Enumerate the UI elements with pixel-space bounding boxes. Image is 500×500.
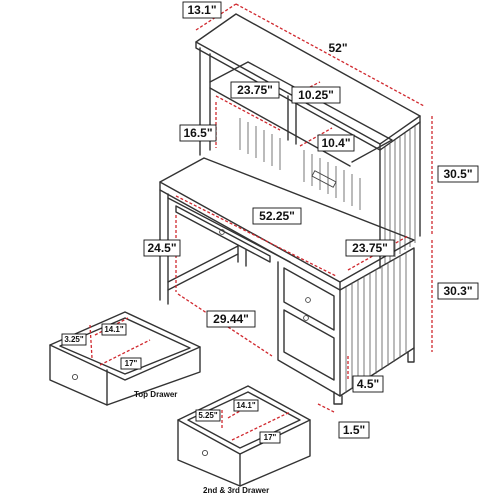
top-drawer-drawing <box>49 311 201 406</box>
label-lower-drawer-height: 5.25" <box>195 409 221 422</box>
label-hutch-depth: 13.1" <box>182 1 222 19</box>
svg-text:29.44": 29.44" <box>213 312 249 326</box>
lower-drawer-drawing <box>177 385 311 487</box>
svg-text:52": 52" <box>328 41 347 55</box>
label-lower-drawer-width: 14.1" <box>233 399 259 412</box>
label-foot-height: 4.5" <box>352 375 384 393</box>
svg-text:14.1": 14.1" <box>236 401 256 410</box>
svg-text:23.75": 23.75" <box>237 83 273 97</box>
svg-text:23.75": 23.75" <box>352 241 388 255</box>
label-foot-width: 1.5" <box>338 421 370 439</box>
label-cubby-height: 10.4" <box>317 134 355 152</box>
svg-text:14.1": 14.1" <box>104 325 124 334</box>
svg-text:13.1": 13.1" <box>187 3 216 17</box>
svg-text:5.25": 5.25" <box>198 411 218 420</box>
svg-text:16.5": 16.5" <box>183 126 212 140</box>
label-top-drawer-depth: 17" <box>120 357 142 370</box>
svg-text:52.25": 52.25" <box>259 209 295 223</box>
label-lower-drawer-depth: 17" <box>259 431 281 444</box>
label-hutch-width: 52" <box>328 41 347 55</box>
svg-text:24.5": 24.5" <box>147 241 176 255</box>
svg-text:17": 17" <box>264 433 277 442</box>
label-desk-width: 52.25" <box>252 207 302 225</box>
svg-text:10.25": 10.25" <box>298 88 334 102</box>
caption-lower-drawers: 2nd & 3rd Drawer <box>203 486 269 495</box>
label-hutch-height: 30.5" <box>437 165 479 183</box>
svg-text:10.4": 10.4" <box>321 136 350 150</box>
svg-text:3.25": 3.25" <box>64 335 84 344</box>
desk-hutch-drawing <box>159 13 421 405</box>
label-cubby-width: 10.25" <box>291 86 341 104</box>
svg-text:30.5": 30.5" <box>443 167 472 181</box>
label-shelf-height: 16.5" <box>179 124 217 142</box>
svg-text:4.5": 4.5" <box>357 377 379 391</box>
svg-text:30.3": 30.3" <box>443 284 472 298</box>
label-desk-depth: 23.75" <box>345 239 395 257</box>
label-top-drawer-height: 3.25" <box>61 333 87 346</box>
caption-top-drawer: Top Drawer <box>134 390 177 399</box>
label-desk-height: 30.3" <box>437 282 479 300</box>
svg-text:17": 17" <box>125 359 138 368</box>
label-top-drawer-width: 14.1" <box>101 323 127 336</box>
label-shelf-width: 23.75" <box>230 81 280 99</box>
label-knee-width: 29.44" <box>206 310 256 328</box>
label-knee-height: 24.5" <box>143 239 181 257</box>
svg-text:1.5": 1.5" <box>343 423 365 437</box>
